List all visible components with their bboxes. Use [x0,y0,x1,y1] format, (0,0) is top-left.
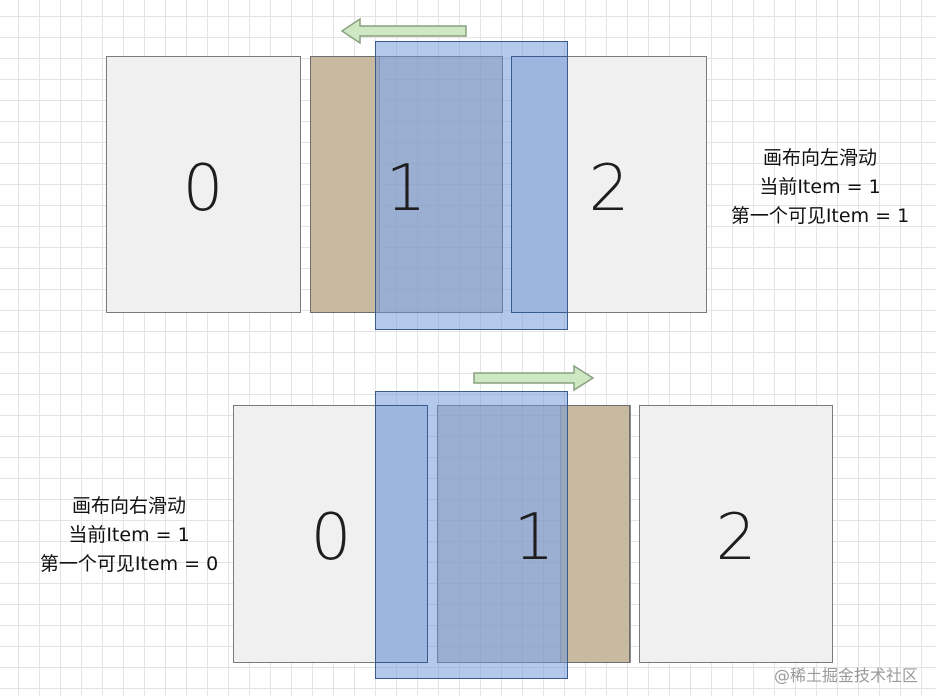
top-label-0: 0 [182,152,224,226]
top-caption-line-1: 画布向左滑动 [762,147,877,169]
bottom-item-2 [639,405,833,663]
right-arrow-icon [473,364,595,392]
top-caption-line-3: 第一个可见Item = 1 [730,205,910,227]
top-caption: 画布向左滑动 当前Item = 1 第一个可见Item = 1 [715,144,925,231]
top-caption-line-2: 当前Item = 1 [759,176,881,198]
top-label-1: 1 [385,152,427,226]
bottom-caption-line-2: 当前Item = 1 [68,524,190,546]
top-blue-strip [511,56,568,313]
bottom-caption: 画布向右滑动 当前Item = 1 第一个可见Item = 0 [24,492,234,579]
top-label-2: 2 [588,152,630,226]
watermark: @稀土掘金技术社区 [773,666,918,685]
bottom-label-1: 1 [513,501,555,575]
top-item-0 [106,56,301,313]
bottom-caption-line-3: 第一个可见Item = 0 [39,553,219,575]
bottom-viewport [375,391,568,679]
bottom-caption-line-1: 画布向右滑动 [71,495,186,517]
top-viewport [375,41,568,330]
bottom-label-0: 0 [310,501,352,575]
bottom-label-2: 2 [715,501,757,575]
bottom-blue-strip [375,405,428,663]
left-arrow-icon [340,17,467,45]
